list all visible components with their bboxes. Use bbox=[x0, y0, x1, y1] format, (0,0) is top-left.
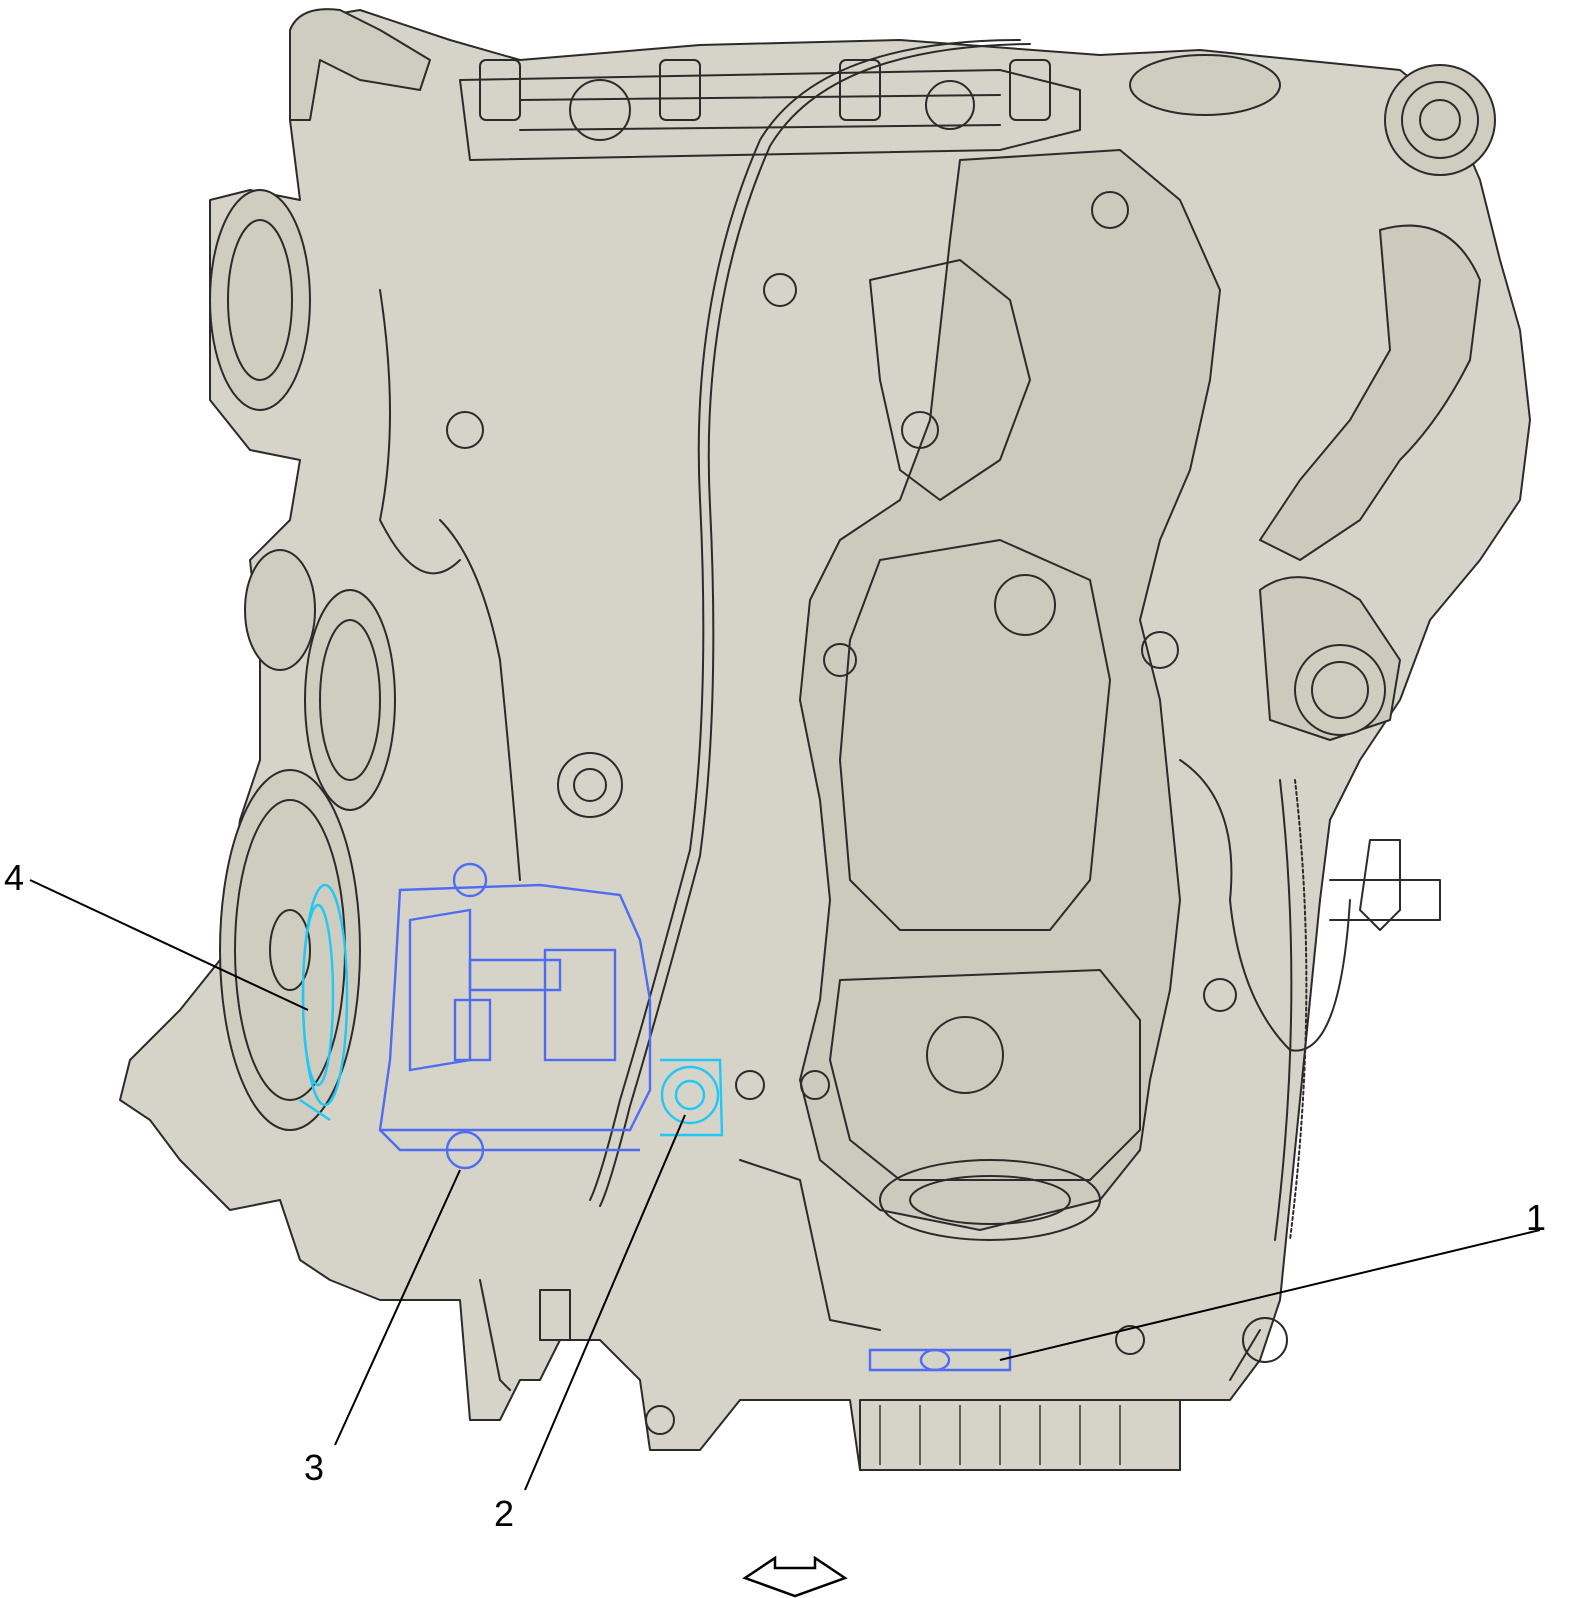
callout-1: 1 bbox=[1526, 1197, 1547, 1238]
engine-block bbox=[119, 8, 1531, 1471]
leader-lines bbox=[29, 879, 1541, 1491]
leader-line-1 bbox=[999, 1229, 1541, 1361]
leader-line-4 bbox=[29, 879, 309, 1011]
highlighted-ac-compressor bbox=[378, 862, 652, 1170]
highlighted-rear-bolt bbox=[660, 1058, 724, 1137]
down-arrow-icon bbox=[742, 1555, 848, 1598]
leader-line-3 bbox=[334, 1169, 461, 1446]
leader-line-2 bbox=[524, 1114, 686, 1491]
callout-3: 3 bbox=[304, 1447, 325, 1488]
highlighted-lower-bolt bbox=[868, 1348, 1012, 1372]
callout-4: 4 bbox=[4, 857, 25, 898]
callout-2: 2 bbox=[494, 1493, 515, 1534]
highlighted-compressor-clutch bbox=[299, 883, 349, 1121]
